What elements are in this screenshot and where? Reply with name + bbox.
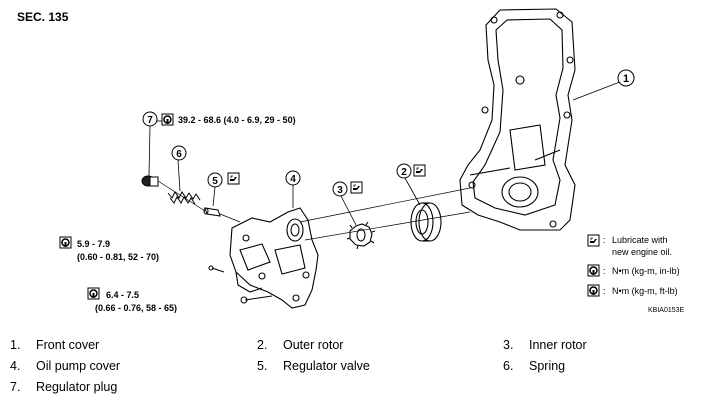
oil-can-icon bbox=[413, 164, 426, 177]
large-bolt-torque-line1: 6.4 - 7.5 bbox=[106, 290, 140, 300]
torque-wrench-ftlb-icon bbox=[587, 284, 600, 297]
legend-colon: : bbox=[603, 235, 606, 245]
regulator-valve bbox=[203, 207, 221, 217]
torque-wrench-inlb-icon bbox=[587, 264, 600, 277]
legend-lubricate-line2: new engine oil. bbox=[612, 247, 673, 257]
torque-wrench-inlb-icon bbox=[59, 236, 72, 249]
bolt-small bbox=[208, 265, 225, 273]
plug-torque-spec: 39.2 - 68.6 (4.0 - 6.9, 29 - 50) bbox=[178, 115, 296, 125]
leader-lines bbox=[148, 79, 626, 226]
svg-text:4: 4 bbox=[290, 174, 296, 185]
callout-1: 1 bbox=[617, 69, 635, 87]
section-label: SEC. 135 bbox=[17, 10, 69, 24]
part-item-inner-rotor: 3.Inner rotor bbox=[503, 338, 587, 352]
bolt-large bbox=[240, 295, 273, 304]
torque-wrench-inlb-icon bbox=[87, 287, 100, 300]
legend-lubricate: Lubricate with bbox=[612, 235, 668, 245]
large-bolt-torque-line2: (0.66 - 0.76, 58 - 65) bbox=[95, 303, 178, 313]
torque-wrench-ftlb-icon bbox=[161, 113, 174, 126]
svg-text:6: 6 bbox=[176, 149, 182, 160]
svg-text:7: 7 bbox=[147, 115, 153, 126]
svg-text:2: 2 bbox=[401, 167, 407, 178]
front-cover bbox=[459, 8, 576, 231]
svg-text:1: 1 bbox=[623, 73, 629, 85]
legend-torque-ftlb: N•m (kg-m, ft-lb) bbox=[612, 286, 678, 296]
svg-text:5: 5 bbox=[212, 176, 218, 187]
callout-4: 4 bbox=[285, 170, 301, 186]
oil-can-icon bbox=[587, 234, 600, 247]
callout-6: 6 bbox=[171, 145, 187, 161]
oil-can-icon bbox=[227, 172, 240, 185]
outer-rotor bbox=[410, 202, 442, 242]
callout-5: 5 bbox=[207, 172, 223, 188]
part-item-regulator-valve: 5.Regulator valve bbox=[257, 359, 370, 373]
part-item-spring: 6.Spring bbox=[503, 359, 566, 373]
part-item-outer-rotor: 2.Outer rotor bbox=[257, 338, 344, 352]
oil-pump-cover bbox=[229, 207, 319, 309]
svg-text:3: 3 bbox=[337, 185, 343, 196]
figure-code: KBIA0153E bbox=[648, 307, 685, 314]
regulator-plug bbox=[141, 175, 159, 187]
callout-2: 2 bbox=[396, 163, 412, 179]
assembly-guide-lines bbox=[157, 180, 471, 241]
part-item-oil-pump-cover: 4.Oil pump cover bbox=[10, 359, 121, 373]
legend-colon: : bbox=[603, 286, 606, 296]
part-item-front-cover: 1.Front cover bbox=[10, 338, 100, 352]
small-bolt-torque-line1: 5.9 - 7.9 bbox=[77, 239, 111, 249]
legend-torque-inlb: N•m (kg-m, in-lb) bbox=[612, 266, 680, 276]
inner-rotor bbox=[346, 221, 376, 250]
small-bolt-torque-line2: (0.60 - 0.81, 52 - 70) bbox=[77, 252, 160, 262]
part-item-regulator-plug: 7.Regulator plug bbox=[10, 380, 118, 394]
spring bbox=[167, 191, 201, 205]
legend-colon: : bbox=[603, 266, 606, 276]
callout-3: 3 bbox=[332, 181, 348, 197]
callout-7: 7 bbox=[142, 111, 158, 127]
oil-can-icon bbox=[350, 181, 363, 194]
parts-list: 1.Front cover 2.Outer rotor 3.Inner roto… bbox=[10, 338, 700, 401]
